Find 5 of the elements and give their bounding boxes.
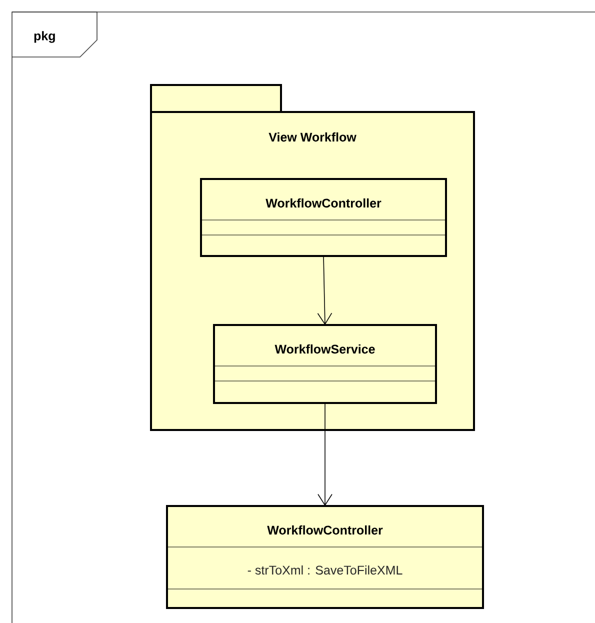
class-box: WorkflowController - strToXml : SaveToFileXML [166, 505, 484, 609]
class-box: WorkflowService [213, 324, 437, 404]
class-box: WorkflowController [200, 178, 447, 257]
arrow [318, 402, 332, 506]
arrow [317, 256, 332, 325]
